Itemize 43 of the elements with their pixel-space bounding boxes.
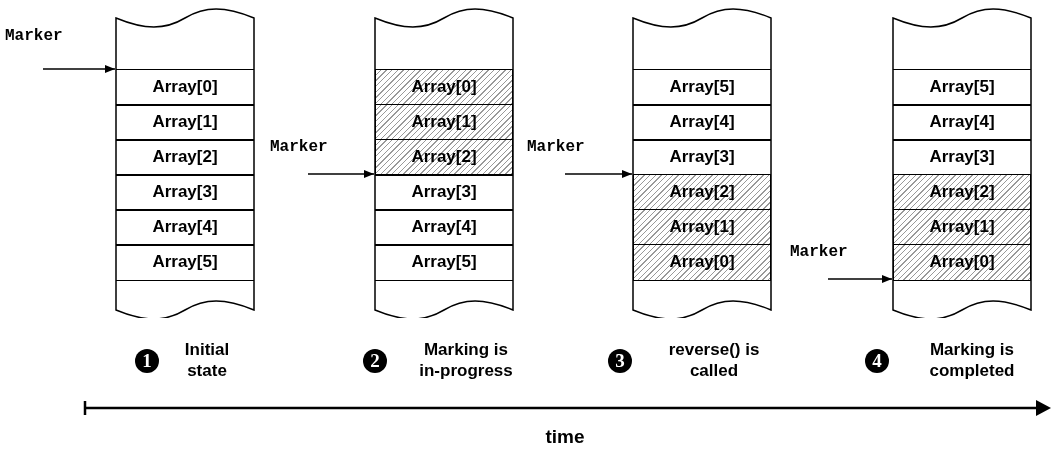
array-cell: Array[5] (375, 244, 513, 281)
array-cell: Array[3] (375, 174, 513, 211)
array-cell: Array[5] (893, 69, 1031, 106)
hatched-array-cell: Array[2] (633, 174, 771, 211)
array-cell: Array[0] (116, 69, 254, 106)
tape-column (374, 8, 514, 318)
array-cell: Array[4] (893, 104, 1031, 141)
hatched-array-cell: Array[2] (375, 139, 513, 176)
marker-label: Marker (270, 138, 328, 156)
hatched-array-cell: Array[1] (633, 209, 771, 246)
array-cell: Array[2] (116, 139, 254, 176)
step-number-badge: 1 (135, 349, 159, 373)
arrow (307, 170, 375, 178)
hatched-array-cell: Array[0] (893, 244, 1031, 281)
hatched-array-cell: Array[0] (633, 244, 771, 281)
marker-label: Marker (790, 243, 848, 261)
step-caption: Marking is completed (928, 339, 1016, 381)
arrow (42, 65, 116, 73)
array-cell: Array[5] (116, 244, 254, 281)
marker-label: Marker (527, 138, 585, 156)
axis-title: time (544, 426, 586, 447)
arrow (564, 170, 633, 178)
array-cell: Array[5] (633, 69, 771, 106)
marker-label: Marker (5, 27, 63, 45)
step-number-badge: 3 (608, 349, 632, 373)
step-caption: Marking is in-progress (418, 339, 514, 381)
array-cell: Array[3] (116, 174, 254, 211)
hatched-array-cell: Array[1] (893, 209, 1031, 246)
tape-column (115, 8, 255, 318)
step-number-badge: 2 (363, 349, 387, 373)
hatched-array-cell: Array[2] (893, 174, 1031, 211)
hatched-array-cell: Array[1] (375, 104, 513, 141)
step-caption: Initial state (183, 339, 231, 381)
hatched-array-cell: Array[0] (375, 69, 513, 106)
arrow (827, 275, 893, 283)
array-cell: Array[4] (375, 209, 513, 246)
step-number-badge: 4 (865, 349, 889, 373)
tape-column (632, 8, 772, 318)
array-cell: Array[4] (116, 209, 254, 246)
tape-column (892, 8, 1032, 318)
step-caption: reverse() is called (667, 339, 761, 381)
array-cell: Array[4] (633, 104, 771, 141)
array-cell: Array[1] (116, 104, 254, 141)
